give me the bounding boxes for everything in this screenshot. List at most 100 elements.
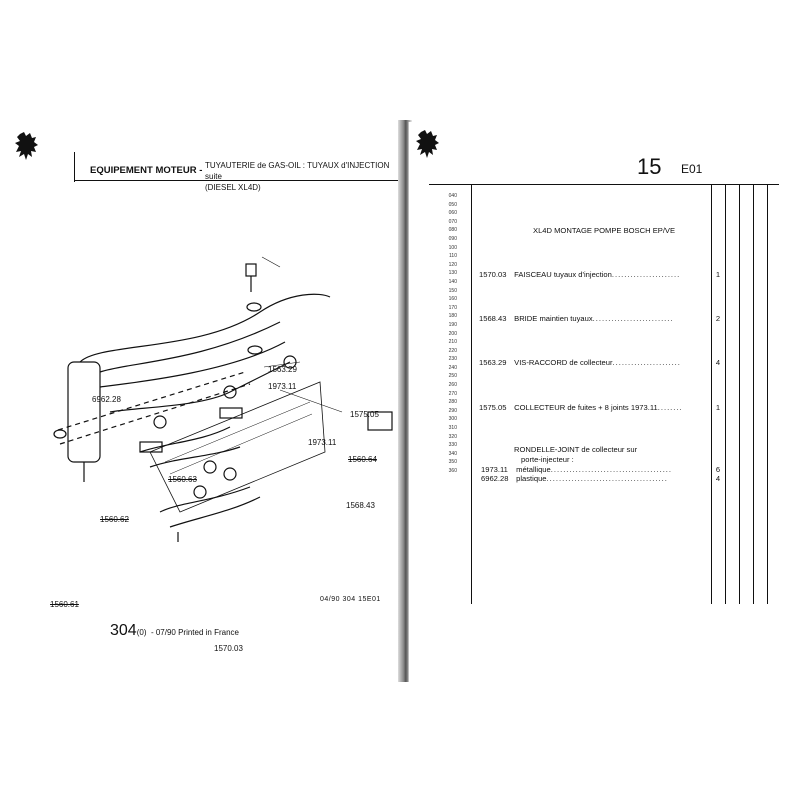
callout-1575-05: 1575.05: [350, 410, 379, 419]
page-number: 304: [110, 622, 137, 639]
part-qty: 4: [715, 358, 721, 367]
peugeot-lion-logo: [15, 132, 38, 160]
line-number: 130: [448, 270, 457, 277]
part-qty: 4: [715, 474, 721, 483]
qty-col-divider-1: [711, 184, 712, 604]
callout-6962-28: 6962.28: [92, 395, 121, 404]
washer-6962-28: [53, 429, 67, 439]
line-number: 220: [448, 347, 457, 354]
line-number: 310: [448, 425, 457, 432]
clamp-1568-43: [367, 411, 393, 431]
line-numbers: 040 050 060 070 080 090 100 110 120 130 …: [437, 192, 457, 476]
section-title: EQUIPEMENT MOTEUR -: [90, 165, 203, 176]
section-code: E01: [681, 162, 703, 176]
table-col-divider: [471, 184, 472, 604]
line-number: 210: [448, 339, 457, 346]
line-number: 300: [448, 416, 457, 423]
pipe-4: [109, 361, 291, 413]
part-ref: 1575.05: [479, 403, 507, 412]
callout-1560-63: 1560.63: [168, 475, 197, 484]
header-rule: [74, 180, 404, 181]
injector-body: [67, 361, 101, 463]
qty-col-divider-5: [767, 184, 768, 604]
part-name: BRIDE: [514, 314, 538, 323]
line-number: 120: [448, 261, 457, 268]
parts-entry: 1563.29 VIS-RACCORD de collecteur.......…: [479, 358, 681, 367]
page-reference: 04/90 304 15E01: [320, 596, 381, 603]
line-number: 190: [448, 321, 457, 328]
line-number: 050: [448, 201, 457, 208]
part-qty: 2: [715, 314, 721, 323]
table-top-rule: [429, 184, 779, 185]
part-name: COLLECTEUR: [514, 403, 566, 412]
group-item: 1973.11 métallique......................…: [481, 465, 673, 474]
line-number: 290: [448, 407, 457, 414]
group-item: 6962.28 plastique.......................…: [481, 474, 668, 483]
parts-entry: 1568.43 BRIDE maintien tuyaux...........…: [479, 314, 674, 323]
qty-col-divider-3: [739, 184, 740, 604]
line-number: 090: [448, 235, 457, 242]
line-number: 360: [448, 468, 457, 474]
line-number: 140: [448, 278, 457, 285]
line-number: 170: [448, 304, 457, 311]
parts-entry: 1575.05 COLLECTEUR de fuites + 8 joints …: [479, 403, 683, 412]
callout-1973-11-top: 1973.11: [268, 382, 297, 391]
pipe-5: [139, 426, 231, 453]
group-name: RONDELLE-JOINT: [514, 445, 580, 454]
part-desc: maintien tuyaux: [539, 314, 593, 323]
parts-entry: 1570.03 FAISCEAU tuyaux d'injection.....…: [479, 270, 681, 279]
part-ref: 6962.28: [481, 474, 509, 483]
group-desc-2: porte-injecteur :: [521, 455, 574, 464]
page-footer: 304(0) - 07/90 Printed in France: [110, 622, 239, 640]
part-name: FAISCEAU: [514, 270, 552, 279]
part-desc: métallique: [516, 465, 551, 474]
peugeot-lion-logo-right: [416, 130, 439, 158]
line-number: 070: [448, 218, 457, 225]
line-number: 060: [448, 210, 457, 217]
callout-1560-62: 1560.62: [100, 515, 129, 524]
line-number: 110: [449, 253, 457, 260]
pipe-fitting: [223, 385, 237, 399]
qty-col-divider-4: [753, 184, 754, 604]
line-number: 350: [448, 459, 457, 466]
line-number: 280: [448, 399, 457, 406]
qty-col-divider-2: [725, 184, 726, 604]
part-name: VIS-RACCORD: [514, 358, 568, 367]
subtitle-line-1: TUYAUTERIE de GAS-OIL : TUYAUX d'INJECTI…: [205, 161, 390, 181]
part-qty: 6: [715, 465, 721, 474]
right-page: 15 E01 040 050 060 070 080 090 100 110 1…: [408, 122, 800, 682]
part-ref: 1570.03: [479, 270, 507, 279]
group-heading: RONDELLE-JOINT de collecteur sur: [514, 445, 637, 454]
line-number: 330: [448, 442, 457, 449]
header-left-border: [74, 152, 75, 182]
injection-pipes-diagram: [53, 256, 393, 542]
left-page: EQUIPEMENT MOTEUR - TUYAUTERIE de GAS-OI…: [0, 122, 404, 682]
part-desc: de collecteur: [569, 358, 613, 367]
line-number: 260: [448, 382, 457, 389]
part-qty: 1: [715, 270, 721, 279]
printed-note: - 07/90 Printed in France: [150, 628, 239, 637]
page-number-suffix: (0): [136, 628, 147, 637]
pipe-3: [99, 341, 286, 388]
subtitle-line-2: (DIESEL XL4D): [205, 183, 261, 192]
line-number: 240: [448, 364, 457, 371]
part-desc: plastique: [516, 474, 547, 483]
line-number: 150: [448, 287, 457, 294]
line-number: 180: [448, 313, 457, 320]
part-ref: 1563.29: [479, 358, 507, 367]
pipe-2: [99, 321, 281, 373]
line-number: 100: [448, 244, 457, 251]
line-number: 160: [448, 296, 457, 303]
section-number: 15: [637, 154, 662, 179]
table-heading: XL4D MONTAGE POMPE BOSCH EP/VE: [533, 226, 676, 235]
line-number: 320: [448, 433, 457, 440]
part-desc: tuyaux d'injection: [553, 270, 612, 279]
part-qty: 1: [715, 403, 721, 412]
bolt-1563-29: [245, 263, 257, 277]
section-subtitle: TUYAUTERIE de GAS-OIL : TUYAUX d'INJECTI…: [205, 160, 405, 193]
line-number: 250: [448, 373, 457, 380]
part-ref: 1568.43: [479, 314, 507, 323]
dashed-bracket: [57, 371, 246, 431]
callout-1973-11-low: 1973.11: [308, 438, 337, 447]
callout-1568-43: 1568.43: [346, 501, 375, 510]
